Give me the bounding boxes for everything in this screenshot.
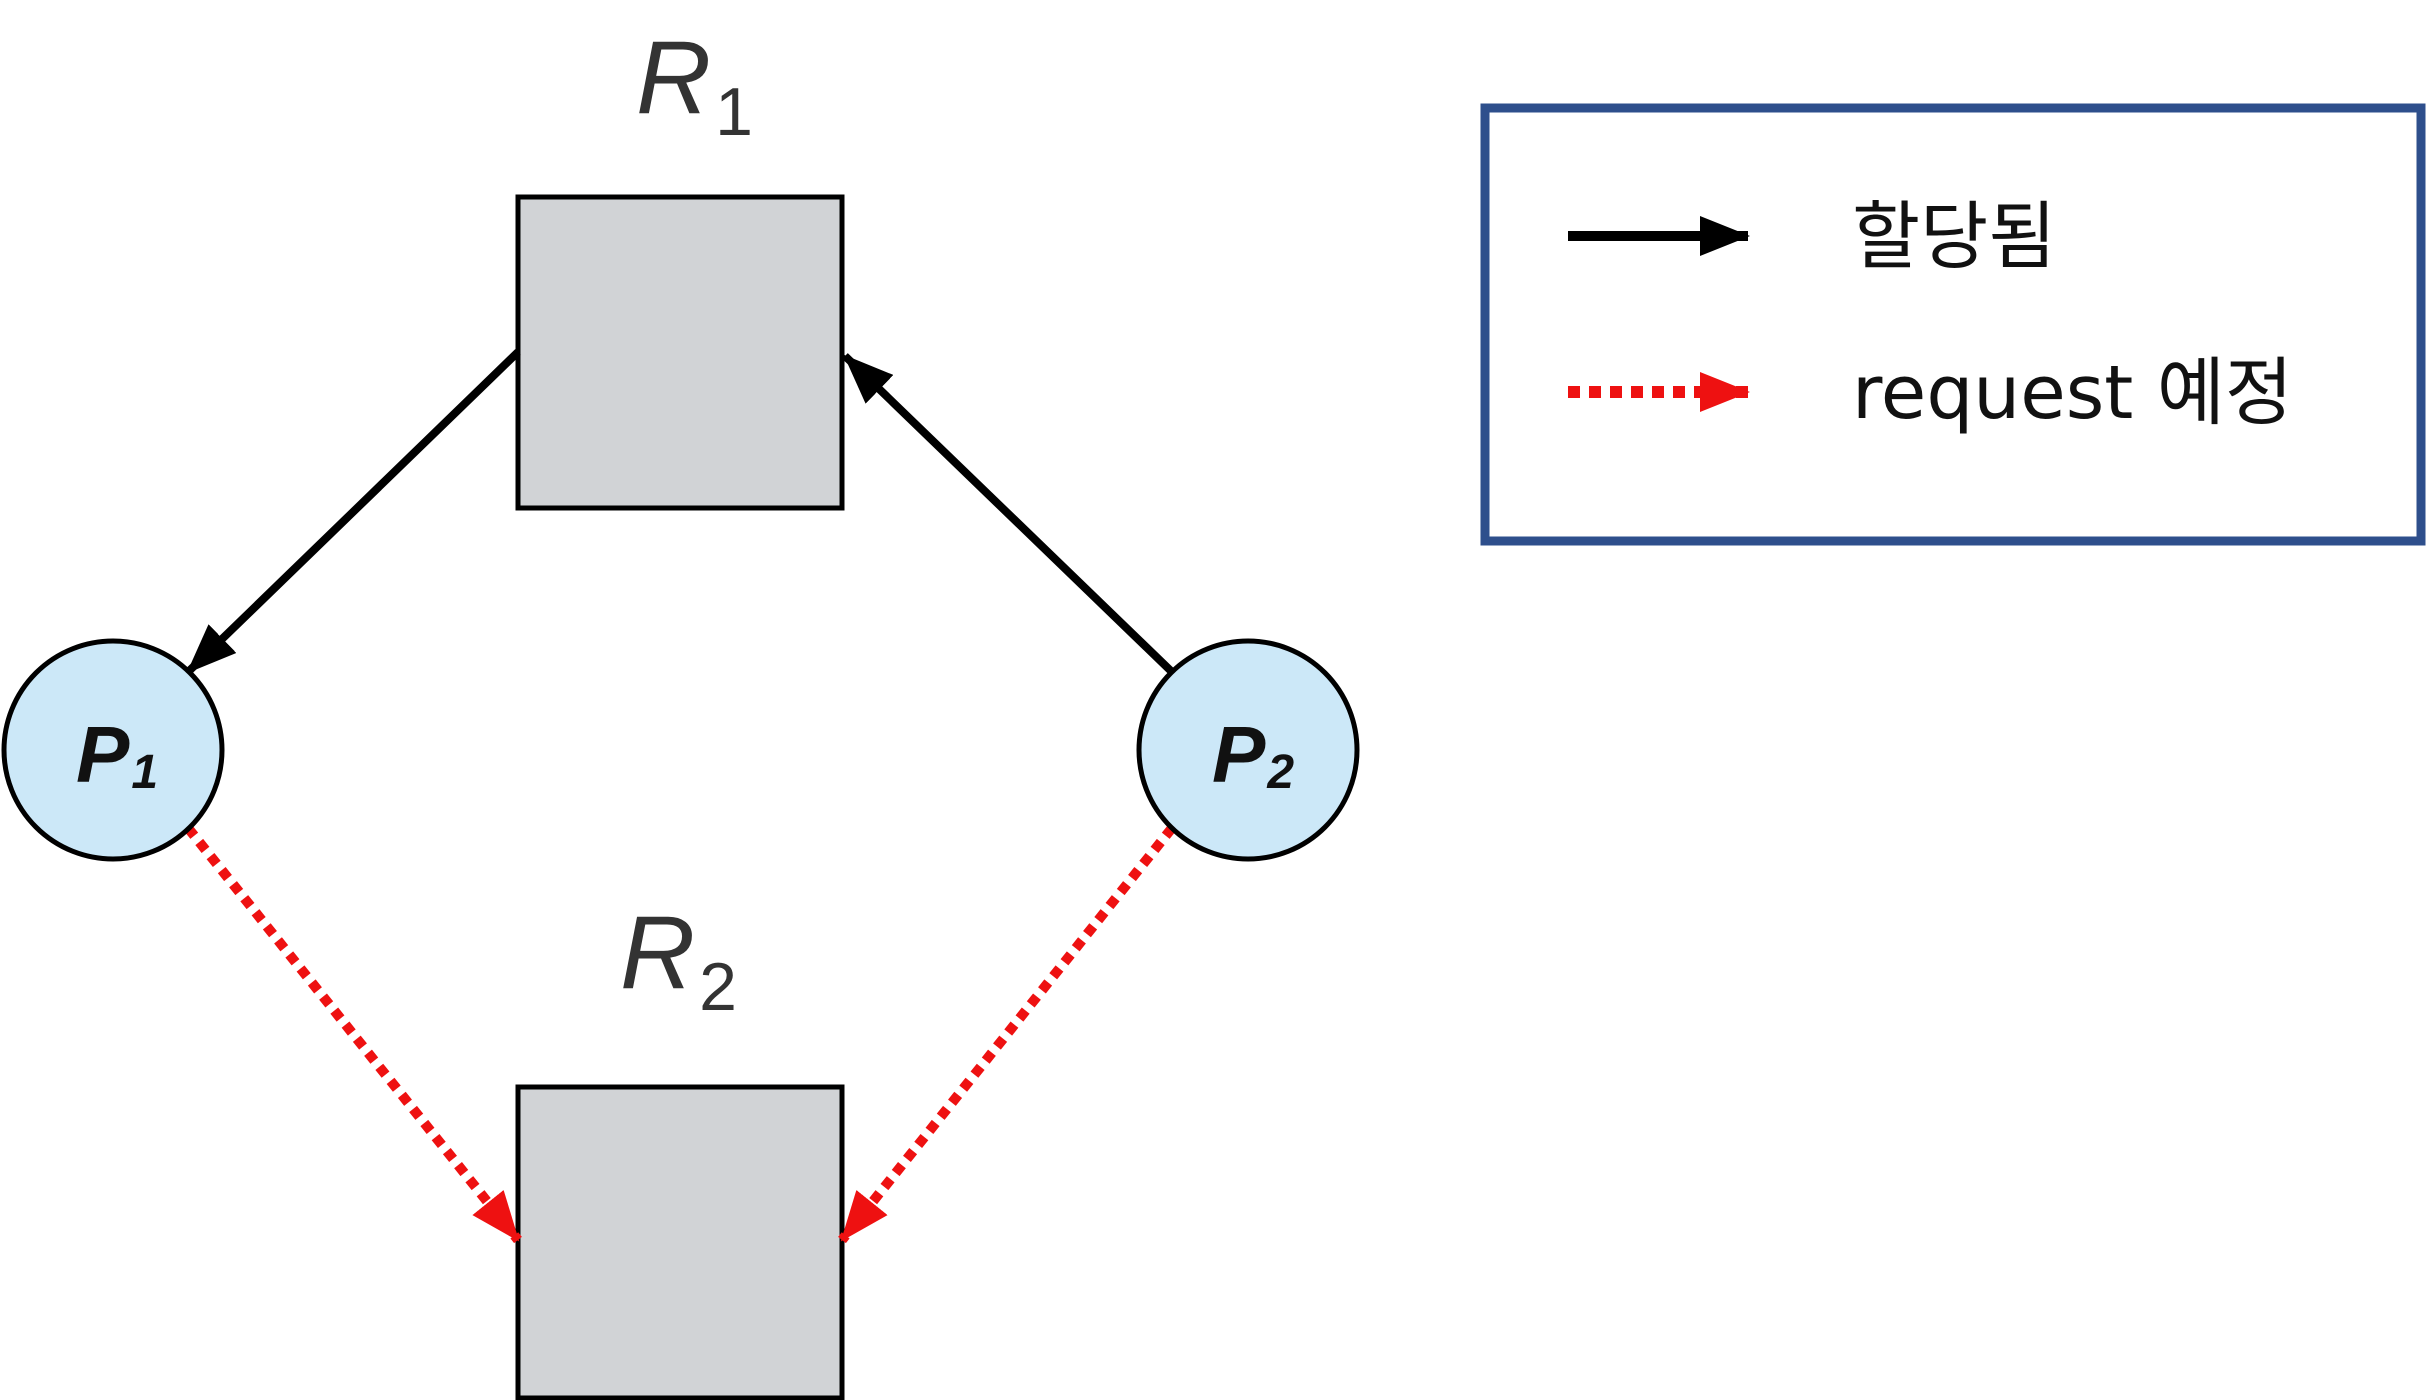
legend-box: [1480, 103, 2426, 546]
edge-r1-to-p1: [185, 349, 521, 675]
resource-r2-label: R2: [620, 895, 737, 1025]
process-p1: P1: [1, 638, 225, 862]
edge-p1-to-r2: [184, 824, 522, 1244]
process-p2: P2: [1136, 638, 1360, 862]
legend-assigned-label: 할당됨: [1852, 194, 2056, 280]
legend: 할당됨 request 예정: [1480, 103, 2426, 546]
resource-r2: R2: [515, 895, 845, 1400]
edge-p2-to-r1: [842, 353, 1175, 675]
resource-r2-box: [515, 1084, 845, 1400]
process-p2-circle: [1136, 638, 1360, 862]
legend-request-label: request 예정: [1852, 350, 2293, 436]
process-p1-label: P1: [76, 710, 158, 799]
edge-p2-to-r2: [838, 824, 1176, 1244]
process-p1-circle: [1, 638, 225, 862]
process-p2-label: P2: [1212, 710, 1294, 799]
resource-r1-box: [515, 194, 845, 511]
resource-r1: R1: [515, 20, 845, 511]
resource-r1-label: R1: [636, 20, 753, 150]
